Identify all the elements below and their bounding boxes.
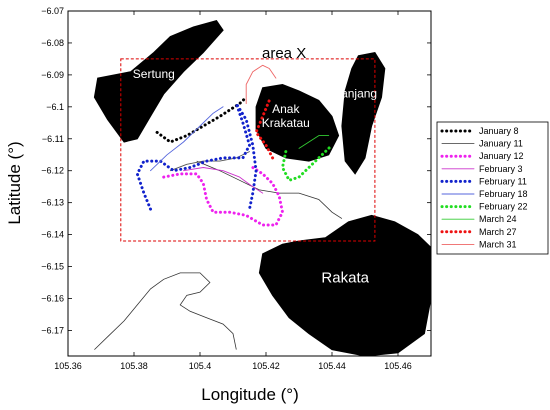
x-tick-label: 105.42: [252, 361, 280, 371]
legend-entry: February 22: [479, 202, 528, 212]
y-tick-label: −6.12: [41, 166, 64, 176]
island-anak-krakatau: [255, 83, 340, 162]
y-tick-label: −6.14: [41, 230, 64, 240]
island-sertung: [93, 20, 224, 143]
legend-entry: February 11: [479, 176, 527, 186]
x-axis-title: Longitude (°): [201, 385, 299, 404]
legend-entry: February 3: [479, 164, 523, 174]
island-label-rakata: Rakata: [321, 270, 369, 287]
legend-entry: January 11: [479, 139, 523, 149]
tick-layer: 105.36 105.38 105.4 105.42 105.44 105.46 −6.07…: [41, 6, 431, 371]
y-axis-title: Latitude (°): [5, 141, 24, 224]
x-tick-label: 105.4: [189, 361, 212, 371]
y-tick-label: −6.17: [41, 325, 64, 335]
legend: January 8 January 11 January 12 February 3 F…: [436, 121, 549, 255]
legend-entry: February 18: [479, 189, 528, 199]
area-x-box: [120, 58, 376, 242]
legend-entry: March 27: [479, 227, 517, 237]
x-tick-label: 105.44: [318, 361, 346, 371]
island-label-panjang: Panjang: [333, 86, 377, 100]
legend-entry: January 8: [479, 126, 519, 136]
island-panjang: [341, 51, 386, 175]
x-tick-label: 105.46: [384, 361, 412, 371]
series-line-4: [183, 167, 264, 194]
legend-entry: January 12: [479, 151, 524, 161]
y-tick-label: −6.07: [41, 6, 64, 16]
coastline-1: [94, 272, 237, 350]
island-label-sertung: Sertung: [133, 67, 175, 81]
series-line-9: [254, 98, 275, 160]
y-tick-label: −6.16: [41, 294, 64, 304]
y-tick-label: −6.11: [42, 134, 64, 144]
series-line-7: [281, 143, 334, 182]
area-x-label: area X: [262, 45, 306, 62]
series-line-5: [135, 102, 258, 211]
y-tick-label: −6.09: [41, 70, 64, 80]
plot-frame: [67, 10, 432, 357]
x-tick-label: 105.36: [54, 361, 82, 371]
x-tick-label: 105.38: [120, 361, 148, 371]
y-tick-label: −6.08: [41, 38, 64, 48]
legend-entry: March 24: [479, 214, 517, 224]
series-line-10: [245, 64, 277, 105]
island-label-anak-krakatau-2: Krakatau: [262, 116, 310, 130]
island-layer: [93, 20, 432, 357]
series-line-8: [298, 135, 330, 149]
island-label-anak-krakatau-1: Anak: [272, 102, 300, 116]
series-line-6: [150, 106, 224, 172]
y-tick-label: −6.13: [41, 198, 64, 208]
legend-entry: March 31: [479, 239, 517, 249]
series-line-1: [155, 95, 248, 144]
series-layer: [135, 64, 334, 227]
series-line-3: [162, 166, 284, 227]
y-tick-label: −6.1: [46, 102, 64, 112]
y-tick-label: −6.15: [41, 262, 64, 272]
